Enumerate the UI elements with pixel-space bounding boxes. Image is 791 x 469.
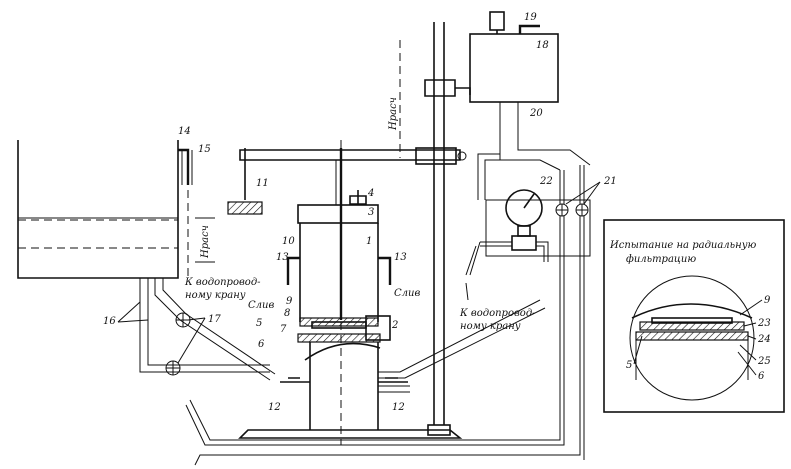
inset-title-line-2: фильтрацию bbox=[626, 254, 696, 265]
part-8-label: 8 bbox=[284, 308, 290, 319]
part-15-label: 15 bbox=[198, 144, 211, 155]
part-3-label: 3 bbox=[368, 207, 374, 218]
inset-part-23-label: 23 bbox=[757, 318, 771, 329]
to-tap-left-label-2: ному крану bbox=[185, 290, 246, 301]
valves-21 bbox=[185, 165, 589, 466]
water-tank bbox=[17, 140, 215, 279]
inset-title-line-1: Испытание на радиальную bbox=[609, 240, 757, 251]
part-10-label: 10 bbox=[282, 236, 295, 247]
part-20-label: 20 bbox=[529, 108, 543, 119]
part-17-label: 17 bbox=[208, 314, 221, 325]
drain-left-label: Слив bbox=[248, 300, 274, 311]
part-21-label: 21 bbox=[603, 176, 617, 187]
part-13-left-label: 13 bbox=[276, 252, 289, 263]
part-5-label: 5 bbox=[256, 318, 262, 329]
inset-part-5-label: 5 bbox=[626, 360, 632, 371]
inset-part-6-label: 6 bbox=[758, 371, 765, 382]
part-14-label: 14 bbox=[178, 126, 191, 137]
inset-part-25-label: 25 bbox=[757, 356, 771, 367]
part-6-label: 6 bbox=[258, 339, 265, 350]
part-13-right-label: 13 bbox=[394, 252, 407, 263]
part-1-label: 1 bbox=[366, 236, 372, 247]
pressure-gauge bbox=[465, 153, 591, 301]
part-16-label: 16 bbox=[103, 316, 116, 327]
part-19-label: 19 bbox=[524, 12, 537, 23]
part-22-label: 22 bbox=[539, 176, 553, 187]
upper-reservoir bbox=[469, 11, 591, 171]
part-7-label: 7 bbox=[280, 324, 287, 335]
part-4-label: 4 bbox=[367, 188, 374, 199]
h-calc-stand-label: Hрасч bbox=[388, 97, 399, 131]
to-tap-left-label: К водопровод- bbox=[184, 277, 261, 288]
part-12-right-label: 12 bbox=[392, 402, 405, 413]
inset-part-24-label: 24 bbox=[757, 334, 771, 345]
part-2-label: 2 bbox=[391, 320, 398, 331]
to-tap-mid-label: К водопровод- bbox=[459, 308, 536, 319]
part-9-label: 9 bbox=[286, 296, 293, 307]
inset-part-9-label: 9 bbox=[764, 295, 771, 306]
part-18-label: 18 bbox=[536, 40, 549, 51]
to-tap-mid-label-2: ному крану bbox=[460, 321, 521, 332]
h-calc-tank-label: Hрасч bbox=[200, 225, 211, 259]
part-11-label: 11 bbox=[256, 178, 269, 189]
main-cylinder bbox=[227, 140, 463, 445]
vertical-stand bbox=[399, 22, 471, 436]
part-12-left-label: 12 bbox=[268, 402, 281, 413]
drain-right-label: Слив bbox=[394, 288, 420, 299]
